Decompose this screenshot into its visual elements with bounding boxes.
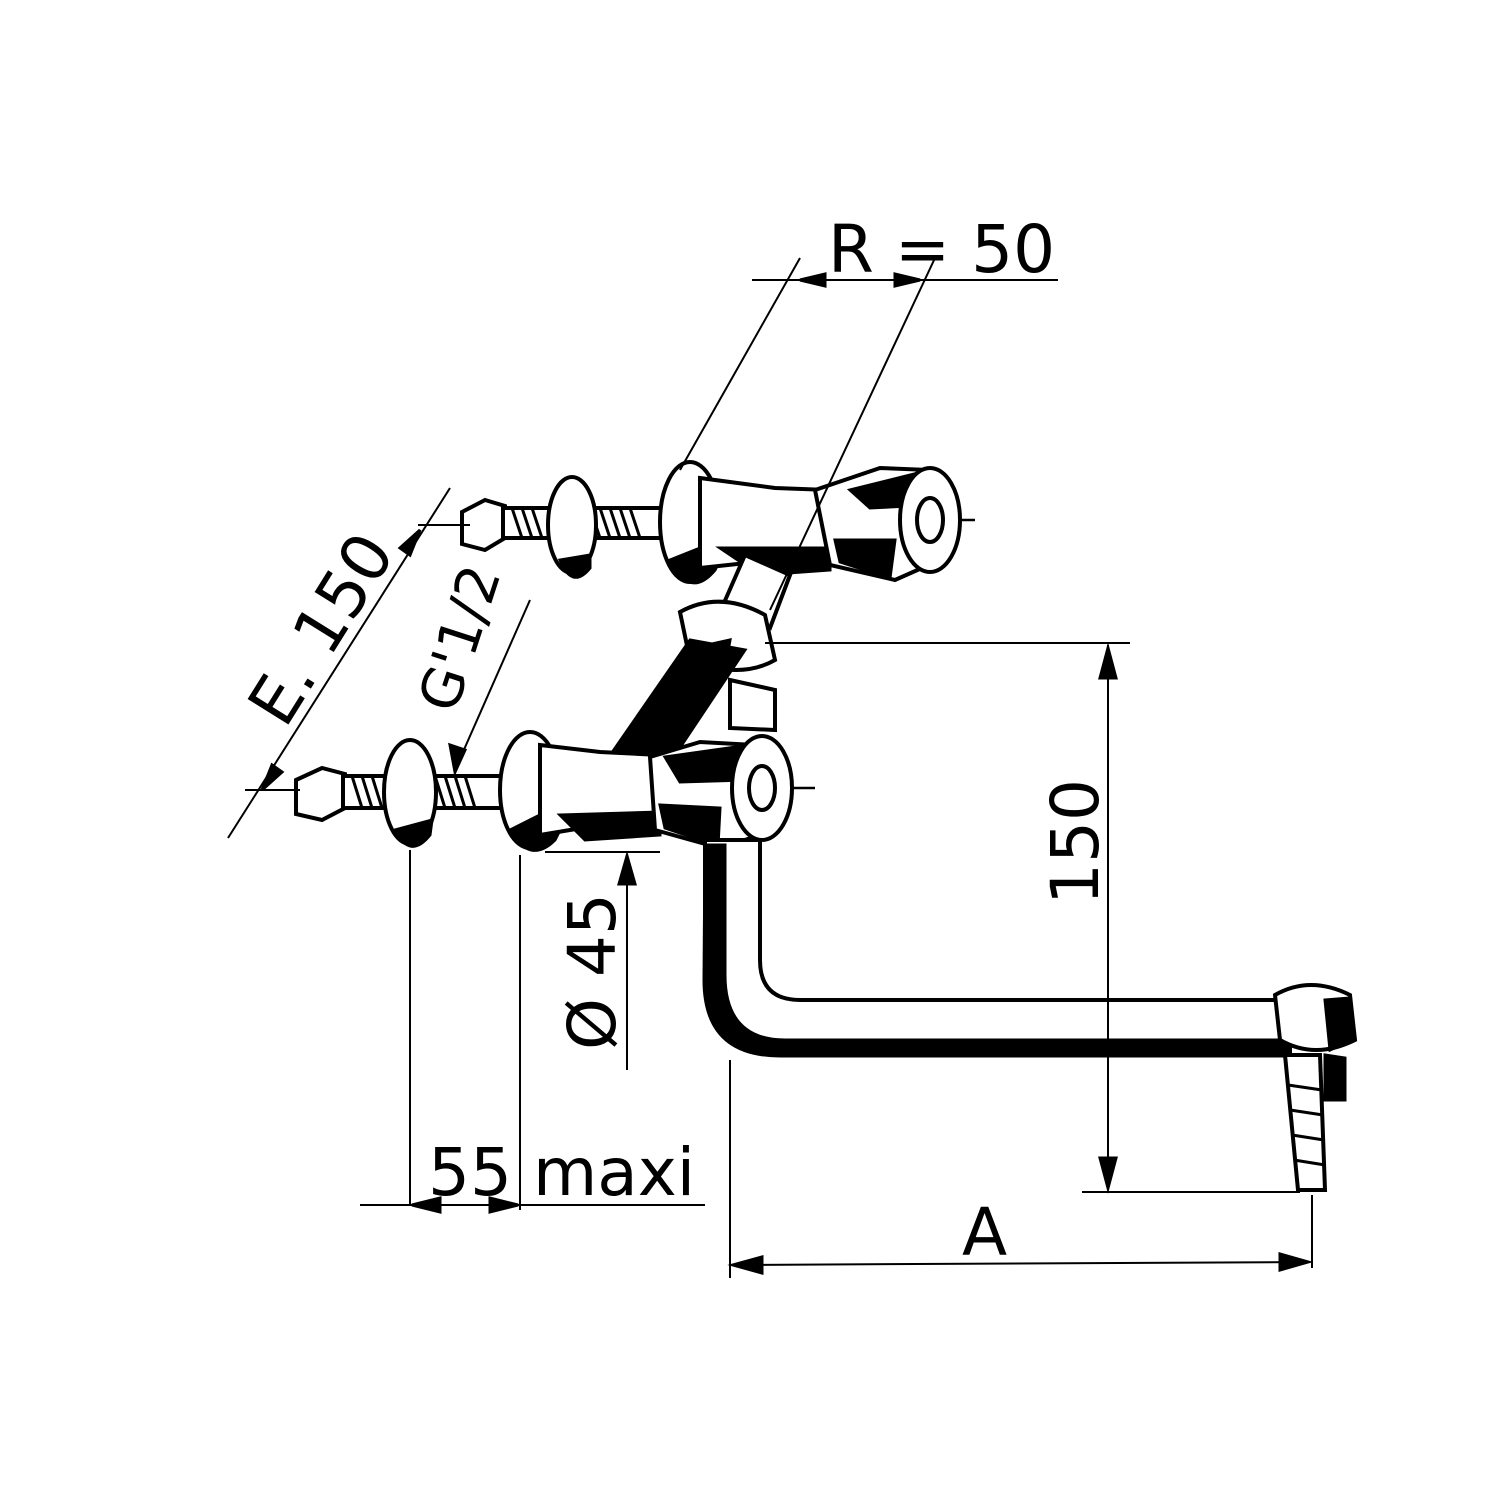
spout-reach-label: A — [962, 1194, 1007, 1271]
height-label: 150 — [1037, 779, 1114, 905]
connecting-body — [597, 552, 793, 772]
dimension-diameter: Ø 45 — [545, 850, 660, 1070]
diameter-label: Ø 45 — [554, 893, 631, 1050]
dimension-spout-reach: A — [727, 1060, 1314, 1278]
dimension-thread: G'1/2 — [406, 558, 531, 777]
lower-valve — [294, 730, 815, 852]
upper-valve — [460, 460, 975, 585]
radius-label: R = 50 — [828, 211, 1055, 288]
dimension-radius: R = 50 — [679, 211, 1058, 611]
wall-depth-label: 55 maxi — [428, 1134, 695, 1211]
thread-label: G'1/2 — [406, 558, 514, 720]
spout — [702, 838, 1358, 1192]
dimension-height: 150 — [765, 642, 1300, 1194]
dimension-wall-depth: 55 maxi — [360, 850, 705, 1214]
center-distance-label: E. 150 — [233, 520, 409, 739]
